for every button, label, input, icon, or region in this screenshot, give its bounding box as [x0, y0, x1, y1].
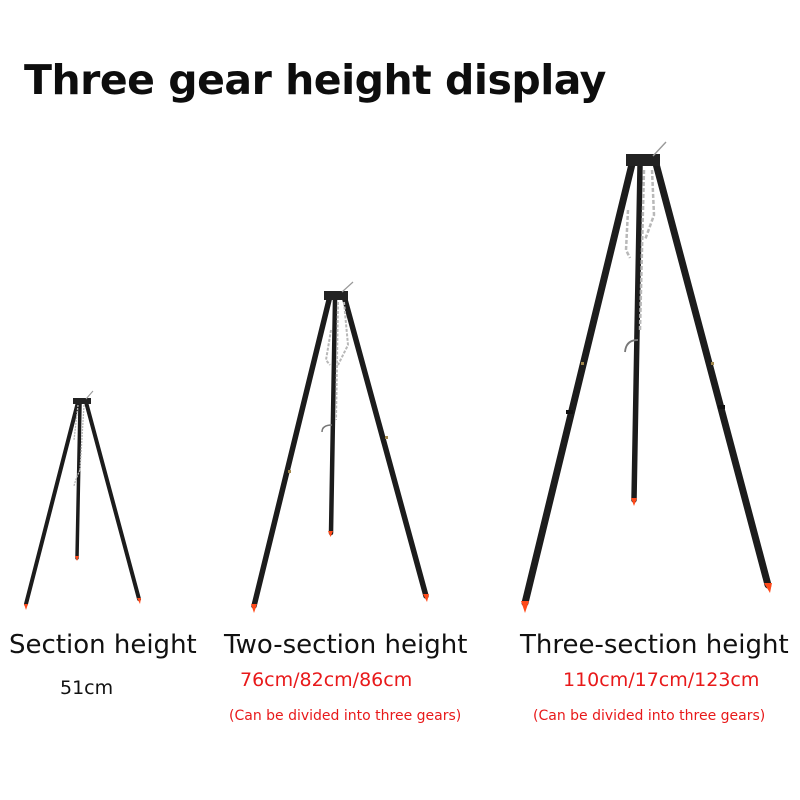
tripod-small-image: [24, 390, 141, 610]
tripod-2-size: 76cm/82cm/86cm: [240, 669, 413, 691]
tripod-large-image: [521, 141, 772, 613]
tripod-3-name: Three-section height: [520, 630, 789, 660]
tripod-3-size: 110cm/17cm/123cm: [563, 669, 760, 691]
tripod-medium-image: [251, 281, 429, 613]
tripod-1-size: 51cm: [60, 677, 114, 699]
tripod-2-note: (Can be divided into three gears): [229, 708, 462, 724]
tripod-3-note: (Can be divided into three gears): [533, 708, 766, 724]
tripod-1-name: Section height: [9, 630, 197, 660]
tripod-2-name: Two-section height: [224, 630, 468, 660]
page-title: Three gear height display: [24, 56, 606, 104]
